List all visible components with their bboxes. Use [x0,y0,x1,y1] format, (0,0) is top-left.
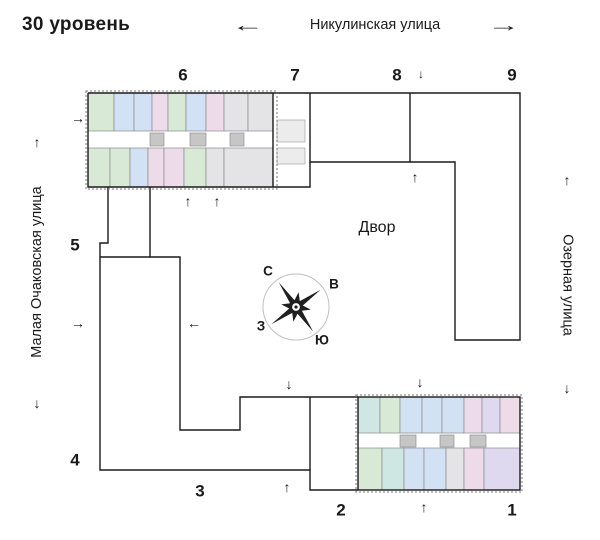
entrance-arrow-icon: ← [187,315,201,331]
outline-block6-7 [87,93,311,188]
entrance-arrow-icon: ↓ [285,376,293,392]
balcony-edge-block-6 [85,90,278,190]
floorplate-section-6[interactable] [87,92,306,188]
street-arrow-right-icon: → [487,15,521,35]
section-label-7[interactable]: 7 [290,65,300,85]
section-label-8[interactable]: 8 [392,65,402,85]
section-label-9[interactable]: 9 [507,65,517,85]
street-arrow-up-icon: ↑ [33,134,41,150]
section-label-3[interactable]: 3 [195,481,205,501]
street-label-top: Никулинская улица [309,16,441,33]
compass-circle [262,273,330,341]
section-label-4[interactable]: 4 [70,450,80,470]
section-label-5[interactable]: 5 [70,235,80,255]
entrance-arrow-icon: ↑ [283,479,291,495]
street-label-left: Малая Очаковская улица [28,186,45,358]
page-title: 30 уровень [22,14,131,35]
entrance-arrow-icon: ↓ [416,374,424,390]
section-label-6[interactable]: 6 [178,65,188,85]
entrance-arrow-icon: ↑ [420,499,428,515]
entrance-arrow-icon: ↓ [418,67,424,81]
compass-east-label: В [329,276,339,292]
outline-block-1-2 [357,396,521,491]
street-arrow-down-icon: ↓ [33,395,41,411]
balcony-edge-block-1-2 [355,394,523,493]
compass-south-label: Ю [315,332,329,348]
compass-west-label: З [256,318,266,334]
entrance-arrow-icon: ↑ [213,193,221,209]
building-outline [87,92,521,491]
compass-north-label: С [263,263,273,279]
compass-rose [262,273,330,341]
courtyard-label: Двор [358,219,396,236]
section-label-1[interactable]: 1 [507,500,517,520]
entrance-arrow-icon: ↑ [411,169,419,185]
outline-left-bottom-outer [99,187,358,491]
entrance-arrow-icon: → [71,110,85,126]
street-arrow-left-icon: ← [231,15,265,35]
outline-left-bottom-inner [149,187,358,431]
street-label-right: Озерная улица [559,234,576,336]
entrance-arrow-icon: ↑ [184,193,192,209]
compass-hub-dot [294,305,298,309]
entrance-arrow-icon: → [71,315,85,331]
street-arrow-up-icon: ↑ [563,172,571,188]
floorplate-sections-1-2[interactable] [357,396,521,491]
street-arrow-down-icon: ↓ [563,380,571,396]
section-label-2[interactable]: 2 [336,500,346,520]
